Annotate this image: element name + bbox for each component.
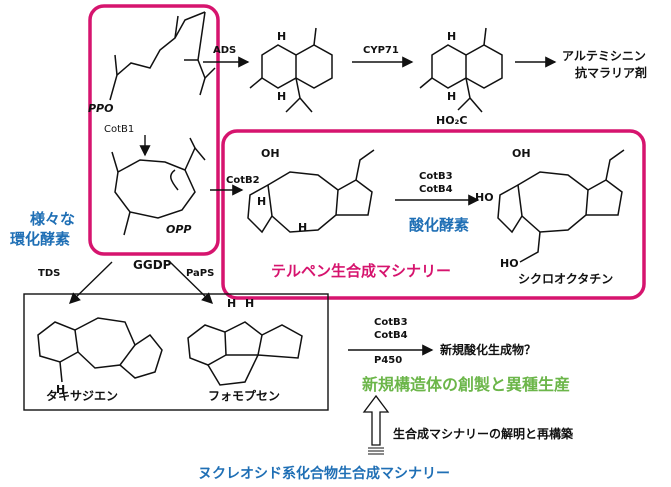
h-atom-cyp-top: H [447,30,457,43]
h-atom-ads-top: H [277,30,287,43]
cotb1-label: CotB1 [104,124,135,135]
cotb3-bottom-label: CotB3 [374,317,408,328]
tds-label: TDS [38,268,61,279]
taxadiene-label: タキサジエン [46,389,119,403]
ho2c-atom: HO₂C [436,114,468,127]
cyp71-label: CYP71 [363,45,399,56]
ppo-atom: PPO [88,102,114,115]
taxadiene-structure [37,317,163,383]
cyclooctatin-structure [497,149,625,263]
paps-label: PaPS [186,268,215,279]
h-atom-cyp-bottom: H [447,90,457,103]
various-cyclase-line1: 様々な [30,210,76,228]
nucleoside-machinery-label: ヌクレオシド系化合物生合成マシナリー [198,466,450,482]
opp-atom: OPP [166,223,192,236]
h-atom-cotb2-bottom: H [298,221,308,234]
artemisinin-label: アルテミシニン [562,49,646,63]
phomopsene-label: フォモプセン [208,389,281,403]
ho-atom-ring: HO [475,191,494,204]
oh-atom-cotb2: OH [261,147,280,160]
artemisinic-acid-structure [419,27,503,113]
h-atom-phomopsene-1: H [227,297,237,310]
cotb2-label: CotB2 [226,175,260,186]
novel-structures-label: 新規構造体の創製と異種生産 [362,375,571,394]
terpene-machinery-box [221,129,646,300]
elucidation-label: 生合成マシナリーの解明と再構築 [393,427,574,441]
h-atom-ads-bottom: H [277,90,287,103]
cotb4-label: CotB4 [419,184,453,195]
cotb3-label: CotB3 [419,171,453,182]
cotb4-bottom-label: CotB4 [374,330,408,341]
various-cyclase-line2: 環化酵素 [10,230,71,248]
ggdp-folded-structure [111,137,206,236]
cyclooctatenol-structure [247,149,375,234]
p450-label: P450 [374,355,403,366]
oxidase-label: 酸化酵素 [409,216,470,234]
ggdp-highlight-box [88,4,220,256]
h-atom-cotb2-left: H [257,195,267,208]
arrow-hatching [368,447,384,455]
phomopsene-structure [187,321,303,386]
oh-atom-cyclooctatin: OH [512,147,531,160]
novel-oxidized-label: 新規酸化生成物？ [440,343,537,357]
ggdp-label: GGDP [133,258,172,272]
products-frame [23,293,329,411]
amorphadiene-structure [249,27,333,113]
ggdp-linear-structure [109,11,216,101]
h-atom-taxadiene: H [56,383,66,396]
ads-label: ADS [213,45,237,56]
cyclooctatin-label: シクロオクタチン [518,272,614,286]
hollow-up-arrow [362,394,390,446]
terpene-machinery-label: テルペン生合成マシナリー [271,262,452,280]
ho-atom-sidechain: HO [500,257,519,270]
antimalarial-label: 抗マラリア剤 [575,66,648,80]
h-atom-phomopsene-2: H [245,297,255,310]
reaction-arrows [68,56,557,356]
